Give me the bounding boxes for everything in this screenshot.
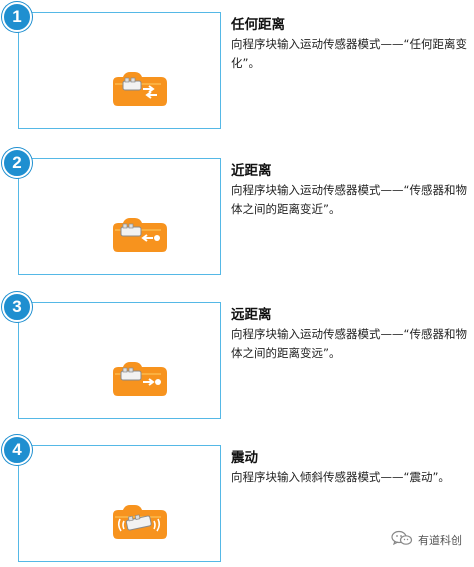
step-3-text: 远距离 向程序块输入运动传感器模式——“传感器和物体之间的距离变远”。 (231, 306, 467, 363)
step-description: 向程序块输入运动传感器模式——“传感器和物体之间的距离变远”。 (231, 327, 467, 360)
step-1-text: 任何距离 向程序块输入运动传感器模式——“任何距离变化”。 (231, 16, 467, 73)
step-1-image-frame (18, 12, 221, 129)
step-description: 向程序块输入运动传感器模式——“传感器和物体之间的距离变近”。 (231, 183, 467, 216)
step-4: 4 震动 向程序块输入倾斜传感器模式——“震动”。 (0, 433, 474, 563)
step-2-text: 近距离 向程序块输入运动传感器模式——“传感器和物体之间的距离变近”。 (231, 162, 467, 219)
step-title: 震动 (231, 450, 258, 466)
wechat-icon (391, 530, 413, 550)
step-3: 3 远距离 向程序块输入运动传感器模式——“传感器和物体之间的距离变远”。 (0, 290, 474, 420)
step-1: 1 任何距离 向程序块输入运动传感器模式——“任何距离变化”。 (0, 0, 474, 130)
step-title: 任何距离 (231, 17, 285, 33)
watermark: 有道科创 (391, 530, 462, 550)
step-2: 2 近距离 向程序块输入运动传感器模式——“传感器和物体之间的距离变近”。 (0, 146, 474, 276)
tilt-sensor-shake-icon (109, 505, 169, 539)
motion-sensor-any-distance-icon (109, 72, 169, 106)
step-title: 远距离 (231, 307, 272, 323)
step-number-badge: 3 (2, 292, 32, 322)
motion-sensor-farther-icon (109, 362, 169, 396)
step-number-badge: 2 (2, 148, 32, 178)
step-3-image-frame (18, 302, 221, 419)
motion-sensor-closer-icon (109, 218, 169, 252)
step-number-badge: 1 (2, 2, 32, 32)
step-number-badge: 4 (2, 435, 32, 465)
step-4-text: 震动 向程序块输入倾斜传感器模式——“震动”。 (231, 449, 467, 487)
step-description: 向程序块输入倾斜传感器模式——“震动”。 (231, 470, 450, 484)
watermark-text: 有道科创 (418, 534, 462, 547)
step-description: 向程序块输入运动传感器模式——“任何距离变化”。 (231, 37, 467, 70)
step-2-image-frame (18, 158, 221, 275)
step-4-image-frame (18, 445, 221, 562)
step-title: 近距离 (231, 163, 272, 179)
